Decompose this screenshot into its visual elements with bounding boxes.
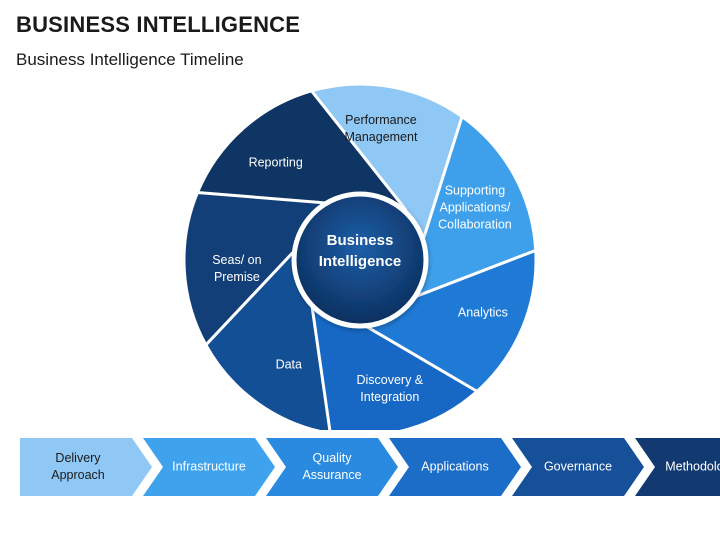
timeline-chevron-quality-assurance (266, 438, 398, 496)
segment-label-line: Applications/ (439, 200, 511, 215)
page-subtitle: Business Intelligence Timeline (16, 50, 244, 69)
center-hub (291, 191, 429, 329)
segment-label-line: Integration (360, 390, 420, 405)
timeline-label-line: Approach (51, 468, 105, 482)
timeline-step-methodology: Methodology (665, 459, 720, 476)
segment-discovery-integration-label: Discovery & Integration (356, 372, 423, 406)
timeline-chevron-applications (389, 438, 521, 496)
center-label-line: Intelligence (318, 253, 402, 270)
segment-label-line: Reporting (248, 155, 303, 170)
segment-supporting-applications-label: Supporting Applications/ Collaboration (438, 183, 512, 234)
segment-analytics-label: Analytics (458, 305, 508, 322)
center-label-line: Business (326, 232, 394, 249)
segment-seas-on-premise-label: Seas/ on Premise (212, 252, 261, 286)
segment-label-line: Analytics (457, 305, 508, 320)
timeline-label-line: Quality (312, 451, 352, 465)
segment-label-line: Data (275, 357, 302, 372)
segment-label-line: Premise (213, 269, 260, 284)
bi-wheel-diagram (182, 82, 538, 430)
segment-performance-management (309, 82, 464, 266)
segment-label-line: Performance (345, 112, 417, 127)
center-label: Business Intelligence (319, 230, 402, 272)
segment-data-label: Data (276, 357, 302, 374)
timeline-chevron-infrastructure (143, 438, 275, 496)
timeline-label-line: Methodology (665, 459, 720, 474)
segment-performance-management-label: Performance Management (344, 112, 417, 146)
page-title: BUSINESS INTELLIGENCE (16, 12, 301, 37)
timeline-label-line: Delivery (55, 451, 101, 465)
timeline-chevron-delivery-approach (20, 438, 152, 496)
timeline-step-applications: Applications (421, 459, 488, 476)
segment-label-line: Discovery & (356, 373, 424, 388)
timeline-chevron-methodology (635, 438, 720, 496)
timeline-step-quality-assurance: Quality Assurance (302, 450, 361, 484)
timeline-label-line: Governance (543, 459, 613, 474)
segment-analytics (339, 248, 538, 393)
timeline-label-line: Applications (421, 459, 489, 474)
timeline-step-delivery-approach: Delivery Approach (51, 450, 105, 484)
timeline-step-infrastructure: Infrastructure (172, 459, 246, 476)
timeline-label-line: Infrastructure (172, 459, 246, 474)
timeline-step-governance: Governance (544, 459, 612, 476)
timeline-label-line: Assurance (302, 468, 362, 482)
segment-reporting (195, 89, 408, 211)
timeline-chevron-governance (512, 438, 644, 496)
segment-label-line: Supporting (444, 183, 506, 198)
segment-label-line: Collaboration (438, 217, 512, 232)
segment-reporting-label: Reporting (249, 154, 303, 171)
segment-label-line: Seas/ on (212, 252, 262, 267)
segment-label-line: Management (344, 129, 418, 144)
